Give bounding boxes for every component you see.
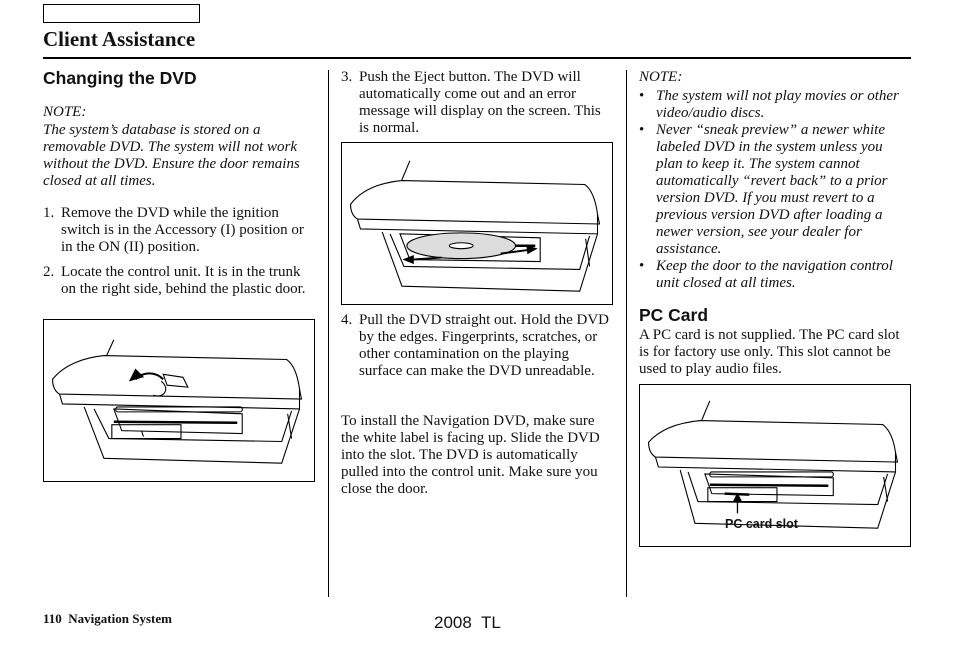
pc-card-slot-callout: PC card slot xyxy=(725,517,798,531)
page-number: 110 xyxy=(43,611,62,626)
bullet-char: • xyxy=(639,88,645,104)
footer-page-label: 110 Navigation System xyxy=(43,611,172,627)
list-item: • Keep the door to the navigation contro… xyxy=(639,258,911,292)
step-number: 1. xyxy=(43,205,55,221)
figure-control-unit-door xyxy=(43,319,315,482)
heading-pc-card: PC Card xyxy=(639,305,709,325)
list-item: 4. Pull the DVD straight out. Hold the D… xyxy=(341,312,613,380)
step-text: Push the Eject button. The DVD will auto… xyxy=(359,69,601,136)
column-divider-2 xyxy=(626,70,627,597)
bullet-text: The system will not play movies or other… xyxy=(656,88,899,121)
note-text: The system’s database is stored on a rem… xyxy=(43,122,300,189)
figure-dvd-eject xyxy=(341,142,613,305)
list-item: 2. Locate the control unit. It is in the… xyxy=(43,264,315,298)
list-item: • The system will not play movies or oth… xyxy=(639,88,911,122)
heading-changing-dvd: Changing the DVD xyxy=(43,68,197,88)
control-unit-door-illustration xyxy=(52,339,303,464)
pc-card-paragraph: A PC card is not supplied. The PC card s… xyxy=(639,327,900,377)
bullet-text: Keep the door to the navigation control … xyxy=(656,258,893,291)
header-tab-box xyxy=(43,4,200,23)
page-title: Navigation System xyxy=(68,611,172,626)
bullet-text: Never “sneak preview” a newer white labe… xyxy=(656,122,888,257)
steps-list-2a: 3. Push the Eject button. The DVD will a… xyxy=(341,69,613,137)
step-text: Pull the DVD straight out. Hold the DVD … xyxy=(359,312,609,379)
figure-pc-card-slot: PC card slot xyxy=(639,384,911,547)
bullet-char: • xyxy=(639,122,645,138)
header-rule xyxy=(43,57,911,59)
note-bullets: • The system will not play movies or oth… xyxy=(639,88,911,292)
step-text: Remove the DVD while the ignition switch… xyxy=(61,205,304,255)
pc-card-slot-illustration xyxy=(648,400,899,529)
column-divider-1 xyxy=(328,70,329,597)
step-number: 2. xyxy=(43,264,55,280)
steps-list-2b: 4. Pull the DVD straight out. Hold the D… xyxy=(341,312,613,380)
footer-model: 2008 TL xyxy=(434,613,501,632)
list-item: • Never “sneak preview” a newer white la… xyxy=(639,122,911,258)
note-label-2: NOTE: xyxy=(639,69,683,85)
bullet-char: • xyxy=(639,258,645,274)
step-number: 4. xyxy=(341,312,353,328)
step-text: Locate the control unit. It is in the tr… xyxy=(61,264,306,297)
list-item: 3. Push the Eject button. The DVD will a… xyxy=(341,69,613,137)
note-label: NOTE: xyxy=(43,104,87,120)
list-item: 1. Remove the DVD while the ignition swi… xyxy=(43,205,315,256)
steps-list-1: 1. Remove the DVD while the ignition swi… xyxy=(43,205,315,298)
step-number: 3. xyxy=(341,69,353,85)
section-title: Client Assistance xyxy=(43,27,196,51)
install-paragraph: To install the Navigation DVD, make sure… xyxy=(341,413,600,497)
dvd-eject-illustration xyxy=(350,160,601,292)
